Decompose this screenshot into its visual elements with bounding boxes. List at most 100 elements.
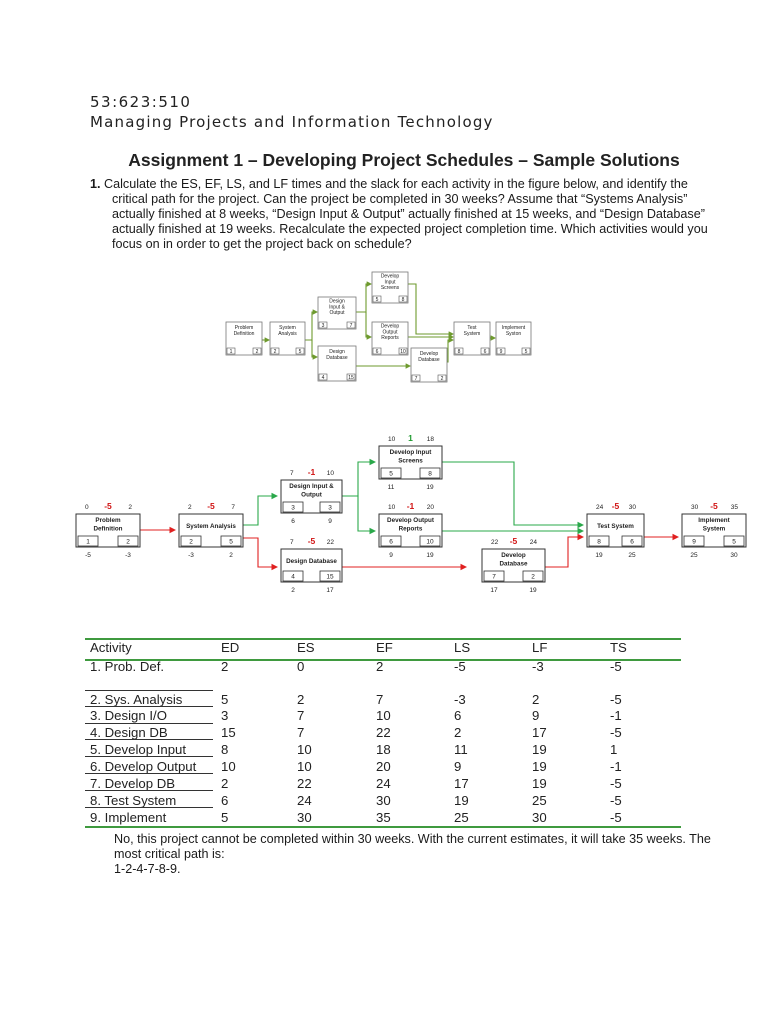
value-cell: EF xyxy=(376,640,393,655)
small-node-duration: 2 xyxy=(441,376,444,382)
node-label: Test System xyxy=(597,523,634,530)
small-node-duration: 8 xyxy=(402,297,405,303)
small-node-id: 8 xyxy=(458,349,461,355)
row-rule xyxy=(85,807,213,809)
node-slack: -5 xyxy=(510,536,518,546)
value-cell: 7 xyxy=(297,725,305,740)
node-late-finish: 9 xyxy=(328,518,332,525)
small-node-label: Develop xyxy=(420,351,439,357)
value-cell: 10 xyxy=(297,742,312,757)
activity-cell: 1. Prob. Def. xyxy=(90,659,165,674)
node-early-start: 10 xyxy=(388,436,396,443)
value-cell: 19 xyxy=(532,759,547,774)
value-cell: -5 xyxy=(610,810,622,825)
value-cell: 25 xyxy=(454,810,469,825)
node-slack: -1 xyxy=(407,501,415,511)
node-late-start: 9 xyxy=(389,552,393,559)
small-node-duration: 6 xyxy=(484,349,487,355)
small-node-id: 5 xyxy=(376,297,379,303)
row-rule xyxy=(85,790,213,792)
node-duration: 6 xyxy=(630,539,634,546)
node-duration: 3 xyxy=(328,505,332,512)
value-cell: 2 xyxy=(454,725,462,740)
value-cell: 10 xyxy=(297,759,312,774)
value-cell: 19 xyxy=(532,776,547,791)
small-node-id: 3 xyxy=(322,323,325,329)
value-cell: -5 xyxy=(610,725,622,740)
table-top-rule xyxy=(85,638,681,640)
arrow-2-3 xyxy=(243,492,279,526)
node-slack: -5 xyxy=(207,501,215,511)
value-cell: 1 xyxy=(610,742,618,757)
value-cell: 10 xyxy=(376,708,391,723)
value-cell: 9 xyxy=(454,759,462,774)
row-rule xyxy=(85,690,213,692)
node-early-start: 10 xyxy=(388,504,396,511)
value-cell: 2 xyxy=(376,659,384,674)
node-slack: -5 xyxy=(710,501,718,511)
node-early-start: 24 xyxy=(596,504,604,511)
node-late-finish: -3 xyxy=(125,552,131,559)
node-duration: 5 xyxy=(732,539,736,546)
node-label: Develop Input xyxy=(390,449,433,456)
node-label: Develop Output xyxy=(387,517,435,524)
course-name: Managing Projects and Information Techno… xyxy=(90,113,494,131)
small-node-label: Implement xyxy=(502,325,526,331)
node-late-start: 2 xyxy=(291,587,295,594)
node-id: 4 xyxy=(291,574,295,581)
value-cell: 2 xyxy=(297,692,305,707)
small-node-id: 2 xyxy=(274,349,277,355)
node-duration: 2 xyxy=(126,539,130,546)
answer-line: No, this project cannot be completed wit… xyxy=(114,832,711,846)
small-node-label: Test xyxy=(467,325,477,331)
node-early-start: 0 xyxy=(85,504,89,511)
node-late-finish: 2 xyxy=(229,552,233,559)
node-slack: -1 xyxy=(308,467,316,477)
small-node-label: Output xyxy=(329,310,345,316)
question-number: 1. xyxy=(90,177,101,191)
value-cell: -5 xyxy=(610,692,622,707)
value-cell: 7 xyxy=(297,708,305,723)
node-duration: 2 xyxy=(531,574,535,581)
node-late-start: 19 xyxy=(595,552,603,559)
node-id: 6 xyxy=(389,539,393,546)
value-cell: 2 xyxy=(532,692,540,707)
value-cell: 9 xyxy=(532,708,540,723)
node-early-start: 30 xyxy=(691,504,699,511)
value-cell: 19 xyxy=(454,793,469,808)
table-header-rule xyxy=(85,659,681,661)
arrow-2-4 xyxy=(243,537,279,571)
course-code: 53:623:510 xyxy=(90,93,192,111)
value-cell: -5 xyxy=(610,776,622,791)
activity-cell: Activity xyxy=(90,640,132,655)
small-node-label: Input & xyxy=(329,304,346,310)
question-line: Calculate the ES, EF, LS, and LF times a… xyxy=(104,177,688,191)
node-late-start: 11 xyxy=(388,484,395,491)
value-cell: 5 xyxy=(221,692,229,707)
node-late-start: 25 xyxy=(690,552,698,559)
small-node-duration: 7 xyxy=(350,323,353,329)
small-node-id: 7 xyxy=(415,376,418,382)
node-late-start: -3 xyxy=(188,552,194,559)
value-cell: ES xyxy=(297,640,315,655)
node-id: 9 xyxy=(692,539,696,546)
arrow-3-5 xyxy=(342,458,377,497)
answer-text: No, this project cannot be completed wit… xyxy=(114,832,724,877)
value-cell: 6 xyxy=(454,708,462,723)
node-early-start: 7 xyxy=(290,470,294,477)
